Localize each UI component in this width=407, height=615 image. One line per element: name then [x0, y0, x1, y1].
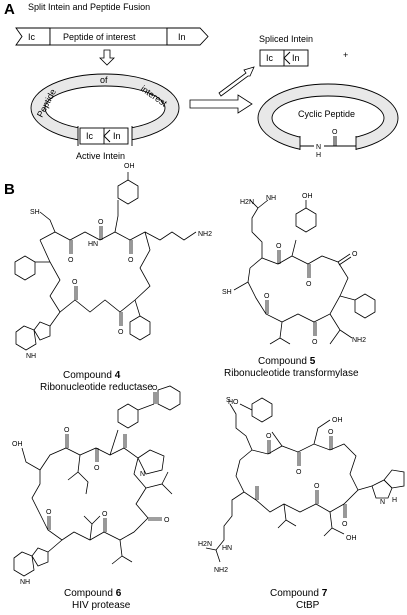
cpd4-o5: O	[118, 329, 124, 336]
amide-h-atom: H	[316, 152, 321, 159]
cpd7-s: S	[226, 397, 231, 404]
cpd6-n: N	[140, 471, 145, 478]
amide-n-atom: N	[316, 144, 321, 151]
cpd7-o3: O	[328, 429, 334, 436]
cpd4-nh: NH	[26, 353, 36, 360]
compound-6-structure	[13, 385, 181, 577]
cpd4-hn: HN	[88, 241, 98, 248]
cpd7-h-trp: H	[392, 497, 397, 504]
compound-7-caption: Compound 7	[270, 588, 328, 599]
cpd4-o4: O	[72, 279, 78, 286]
compound-5-target: Ribonucleotide transformylase	[224, 368, 359, 379]
fusion-title: Split Intein and Peptide Fusion	[28, 2, 150, 12]
cyclic-peptide-ring	[257, 83, 399, 154]
cpd4-o2: O	[98, 219, 104, 226]
plus-sign: +	[343, 50, 348, 60]
compound-5-caption: Compound 5	[258, 356, 316, 367]
cpd5-o2: O	[306, 281, 312, 288]
compound-7-structure	[205, 397, 405, 563]
cpd4-sh: SH	[30, 209, 40, 216]
spliced-ic-label: Ic	[266, 53, 274, 63]
compound-6-caption: Compound 6	[64, 588, 122, 599]
cpd5-o5: O	[264, 293, 270, 300]
cpd5-o3: O	[352, 251, 358, 258]
active-intein-ring	[30, 73, 180, 146]
cpd5-o1: O	[276, 243, 282, 250]
cpd5-nh: NH	[266, 195, 276, 202]
cpd5-nh2: NH2	[352, 337, 366, 344]
compound-4-caption: Compound 4	[63, 370, 121, 381]
active-intein-caption: Active Intein	[76, 151, 125, 161]
cpd6-o5: O	[46, 509, 52, 516]
cpd5-o4: O	[312, 339, 318, 346]
cpd6-o1: O	[64, 427, 70, 434]
down-arrow	[99, 49, 115, 66]
cpd7-o1: O	[266, 433, 272, 440]
spliced-intein-caption: Spliced Intein	[259, 34, 313, 44]
cpd7-h2n: H2N	[198, 541, 212, 548]
panel-b: B	[4, 163, 405, 611]
cpd6-o4: O	[102, 511, 108, 518]
panel-b-label: B	[4, 181, 15, 198]
compound-4-target: Ribonucleotide reductase	[40, 382, 153, 393]
cpd5-oh: OH	[302, 193, 313, 200]
amide-o-atom: O	[332, 129, 338, 136]
cpd6-o3: O	[164, 517, 170, 524]
ring-word-of: of	[100, 75, 108, 85]
right-arrow	[189, 94, 253, 114]
cpd7-n-trp: N	[380, 499, 385, 506]
active-ic-label: Ic	[86, 131, 94, 141]
diagonal-arrow	[218, 66, 255, 97]
panel-a: A Split Intein and Peptide Fusion Ic Pep…	[4, 1, 399, 161]
compound-4-structure	[14, 172, 197, 351]
cpd7-o4: O	[342, 521, 348, 528]
spliced-in-label: In	[292, 53, 300, 63]
cpd4-o3: O	[128, 257, 134, 264]
cpd7-o2: O	[296, 469, 302, 476]
compound-7-target: CtBP	[296, 600, 320, 611]
cyclic-peptide-caption: Cyclic Peptide	[298, 109, 355, 119]
cpd7-o5: O	[314, 483, 320, 490]
cpd6-oh: OH	[12, 441, 23, 448]
compound-5-structure	[233, 199, 376, 345]
cpd7-hn: HN	[222, 545, 232, 552]
cpd7-ho: HO	[228, 399, 239, 406]
cpd7-nh2: NH2	[214, 567, 228, 574]
fusion-ic-label: Ic	[28, 32, 36, 42]
cpd6-nh: NH	[20, 579, 30, 586]
cpd6-o-ketone: O	[152, 385, 158, 392]
cpd5-h2n-top: H2N	[240, 199, 254, 206]
cpd6-o2: O	[94, 465, 100, 472]
cpd7-oh-ser: OH	[332, 417, 343, 424]
fusion-peptide-label: Peptide of interest	[63, 32, 136, 42]
cpd5-sh: SH	[222, 289, 232, 296]
cpd7-oh-thr: OH	[346, 535, 357, 542]
active-in-label: In	[113, 131, 121, 141]
cpd4-oh: OH	[124, 163, 135, 170]
compound-6-target: HIV protease	[72, 600, 131, 611]
cpd4-nh2: NH2	[198, 231, 212, 238]
fusion-in-label: In	[178, 32, 186, 42]
cpd4-o1: O	[68, 257, 74, 264]
fusion-construct	[15, 27, 209, 46]
spliced-intein-box	[259, 49, 309, 67]
panel-a-label: A	[4, 1, 15, 18]
